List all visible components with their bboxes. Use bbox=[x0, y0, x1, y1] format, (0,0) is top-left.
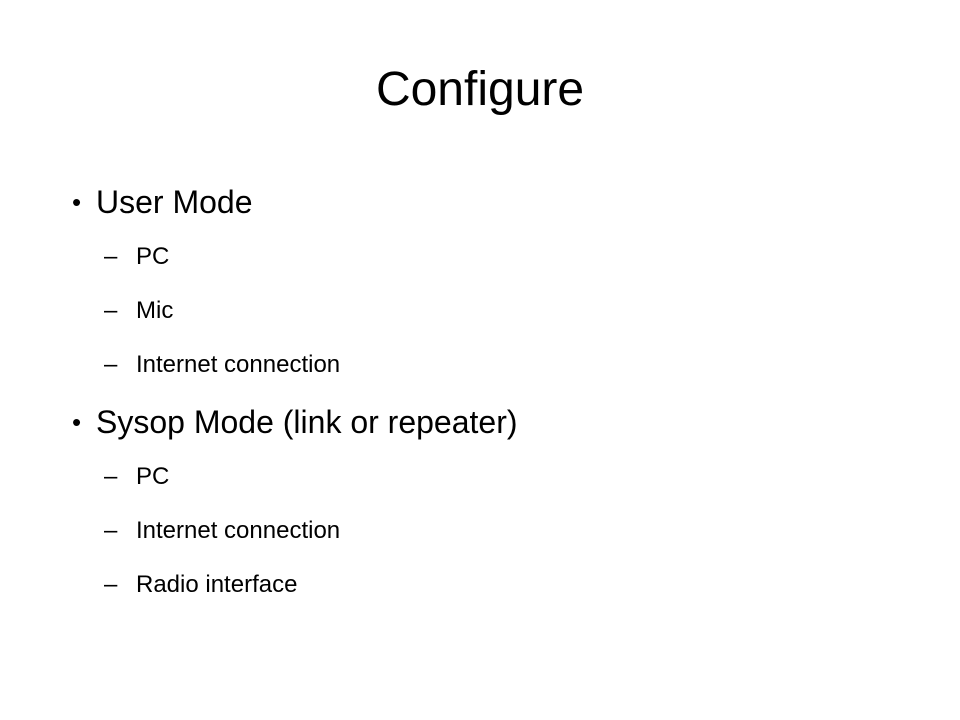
dash-icon: – bbox=[104, 517, 118, 544]
bullet-text: User Mode bbox=[96, 184, 253, 220]
sub-item-text: PC bbox=[136, 243, 170, 270]
bullet-icon: • bbox=[72, 187, 82, 217]
sub-item: – PC bbox=[72, 230, 892, 284]
subitem-group: – PC – Internet connection – Radio inter… bbox=[72, 450, 892, 612]
sub-item-text: PC bbox=[136, 463, 170, 490]
dash-icon: – bbox=[104, 297, 118, 324]
bullet-list: • User Mode – PC – Mic – Internet connec… bbox=[72, 174, 892, 614]
sub-item: – Internet connection bbox=[72, 504, 892, 558]
sub-item-text: Internet connection bbox=[136, 517, 341, 544]
bullet-item-sysop-mode: • Sysop Mode (link or repeater) bbox=[72, 394, 892, 450]
sub-list-user-mode: – PC – Mic – Internet connection bbox=[72, 230, 892, 392]
sub-item: – Radio interface bbox=[72, 558, 892, 612]
sub-item: – PC bbox=[72, 450, 892, 504]
dash-icon: – bbox=[104, 351, 118, 378]
bullet-icon: • bbox=[72, 407, 82, 437]
sub-list-sysop-mode: – PC – Internet connection – Radio inter… bbox=[72, 450, 892, 612]
bullet-text: Sysop Mode (link or repeater) bbox=[96, 404, 518, 440]
dash-icon: – bbox=[104, 243, 118, 270]
sub-item: – Mic bbox=[72, 284, 892, 338]
subitem-group: – PC – Mic – Internet connection bbox=[72, 230, 892, 392]
sub-item-text: Internet connection bbox=[136, 351, 341, 378]
sub-item-text: Mic bbox=[136, 297, 174, 324]
bullet-item-user-mode: • User Mode bbox=[72, 174, 892, 230]
slide-title: Configure bbox=[375, 63, 585, 116]
sub-item-text: Radio interface bbox=[136, 571, 298, 598]
dash-icon: – bbox=[104, 463, 118, 490]
dash-icon: – bbox=[104, 571, 118, 598]
sub-item: – Internet connection bbox=[72, 338, 892, 392]
